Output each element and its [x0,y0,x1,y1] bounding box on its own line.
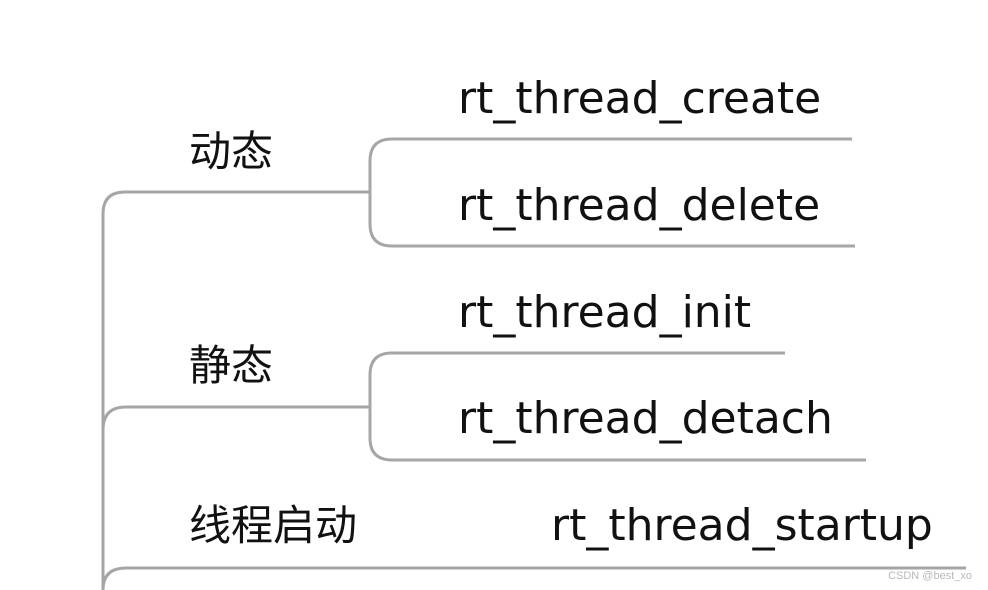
bracket-static [368,351,866,462]
branch-line-static [101,405,370,431]
group-label-static: 静态 [189,341,274,390]
trunk-line [101,190,370,590]
branch-line-startup [101,566,966,590]
function-rt-thread-detach: rt_thread_detach [458,393,833,444]
function-rt-thread-init: rt_thread_init [458,287,752,338]
bracket-dynamic [368,137,855,248]
group-label-startup: 线程启动 [189,501,358,550]
function-rt-thread-delete: rt_thread_delete [458,180,821,231]
function-rt-thread-startup: rt_thread_startup [551,500,933,551]
group-label-dynamic: 动态 [189,127,274,176]
function-rt-thread-create: rt_thread_create [458,73,822,124]
watermark-text: CSDN @best_xo [888,570,972,582]
